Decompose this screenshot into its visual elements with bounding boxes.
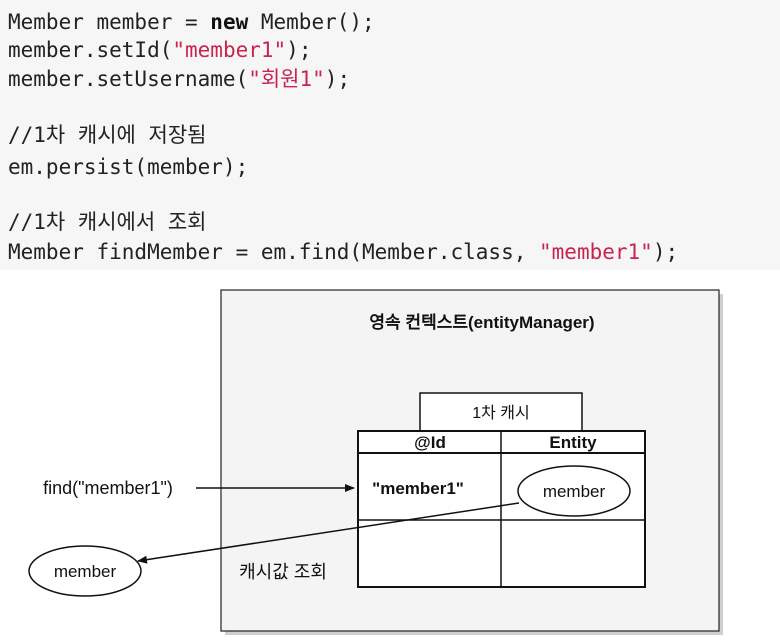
context-title: 영속 컨텍스트(entityManager): [369, 313, 594, 332]
find-call-label: find("member1"): [43, 478, 173, 498]
cached-entity-label: member: [543, 482, 606, 501]
code-comment-2: //1차 캐시에서 조회: [8, 210, 207, 234]
code-block: Member member = new Member(); member.set…: [0, 0, 780, 270]
returned-entity-label: member: [54, 562, 117, 581]
code-line-5: em.persist(member);: [8, 155, 249, 179]
code-line-2: member.setId("member1");: [8, 38, 312, 62]
cached-entity-oval: [517, 465, 631, 517]
code-line-7: Member findMember = em.find(Member.class…: [8, 240, 679, 264]
cache-lookup-label: 캐시값 조회: [239, 562, 327, 582]
cache-label: 1차 캐시: [472, 404, 530, 422]
code-line-1: Member member = new Member();: [8, 10, 375, 34]
cache-label-box: [419, 392, 583, 432]
table-header-entity: Entity: [549, 433, 597, 452]
code-line-3: member.setUsername("회원1");: [8, 67, 351, 91]
code-comment-1: //1차 캐시에 저장됨: [8, 123, 207, 147]
table-header-id: @Id: [414, 433, 446, 452]
table-cell-id: "member1": [372, 479, 464, 498]
return-arrow: [137, 502, 520, 564]
returned-entity-oval: [28, 545, 142, 597]
